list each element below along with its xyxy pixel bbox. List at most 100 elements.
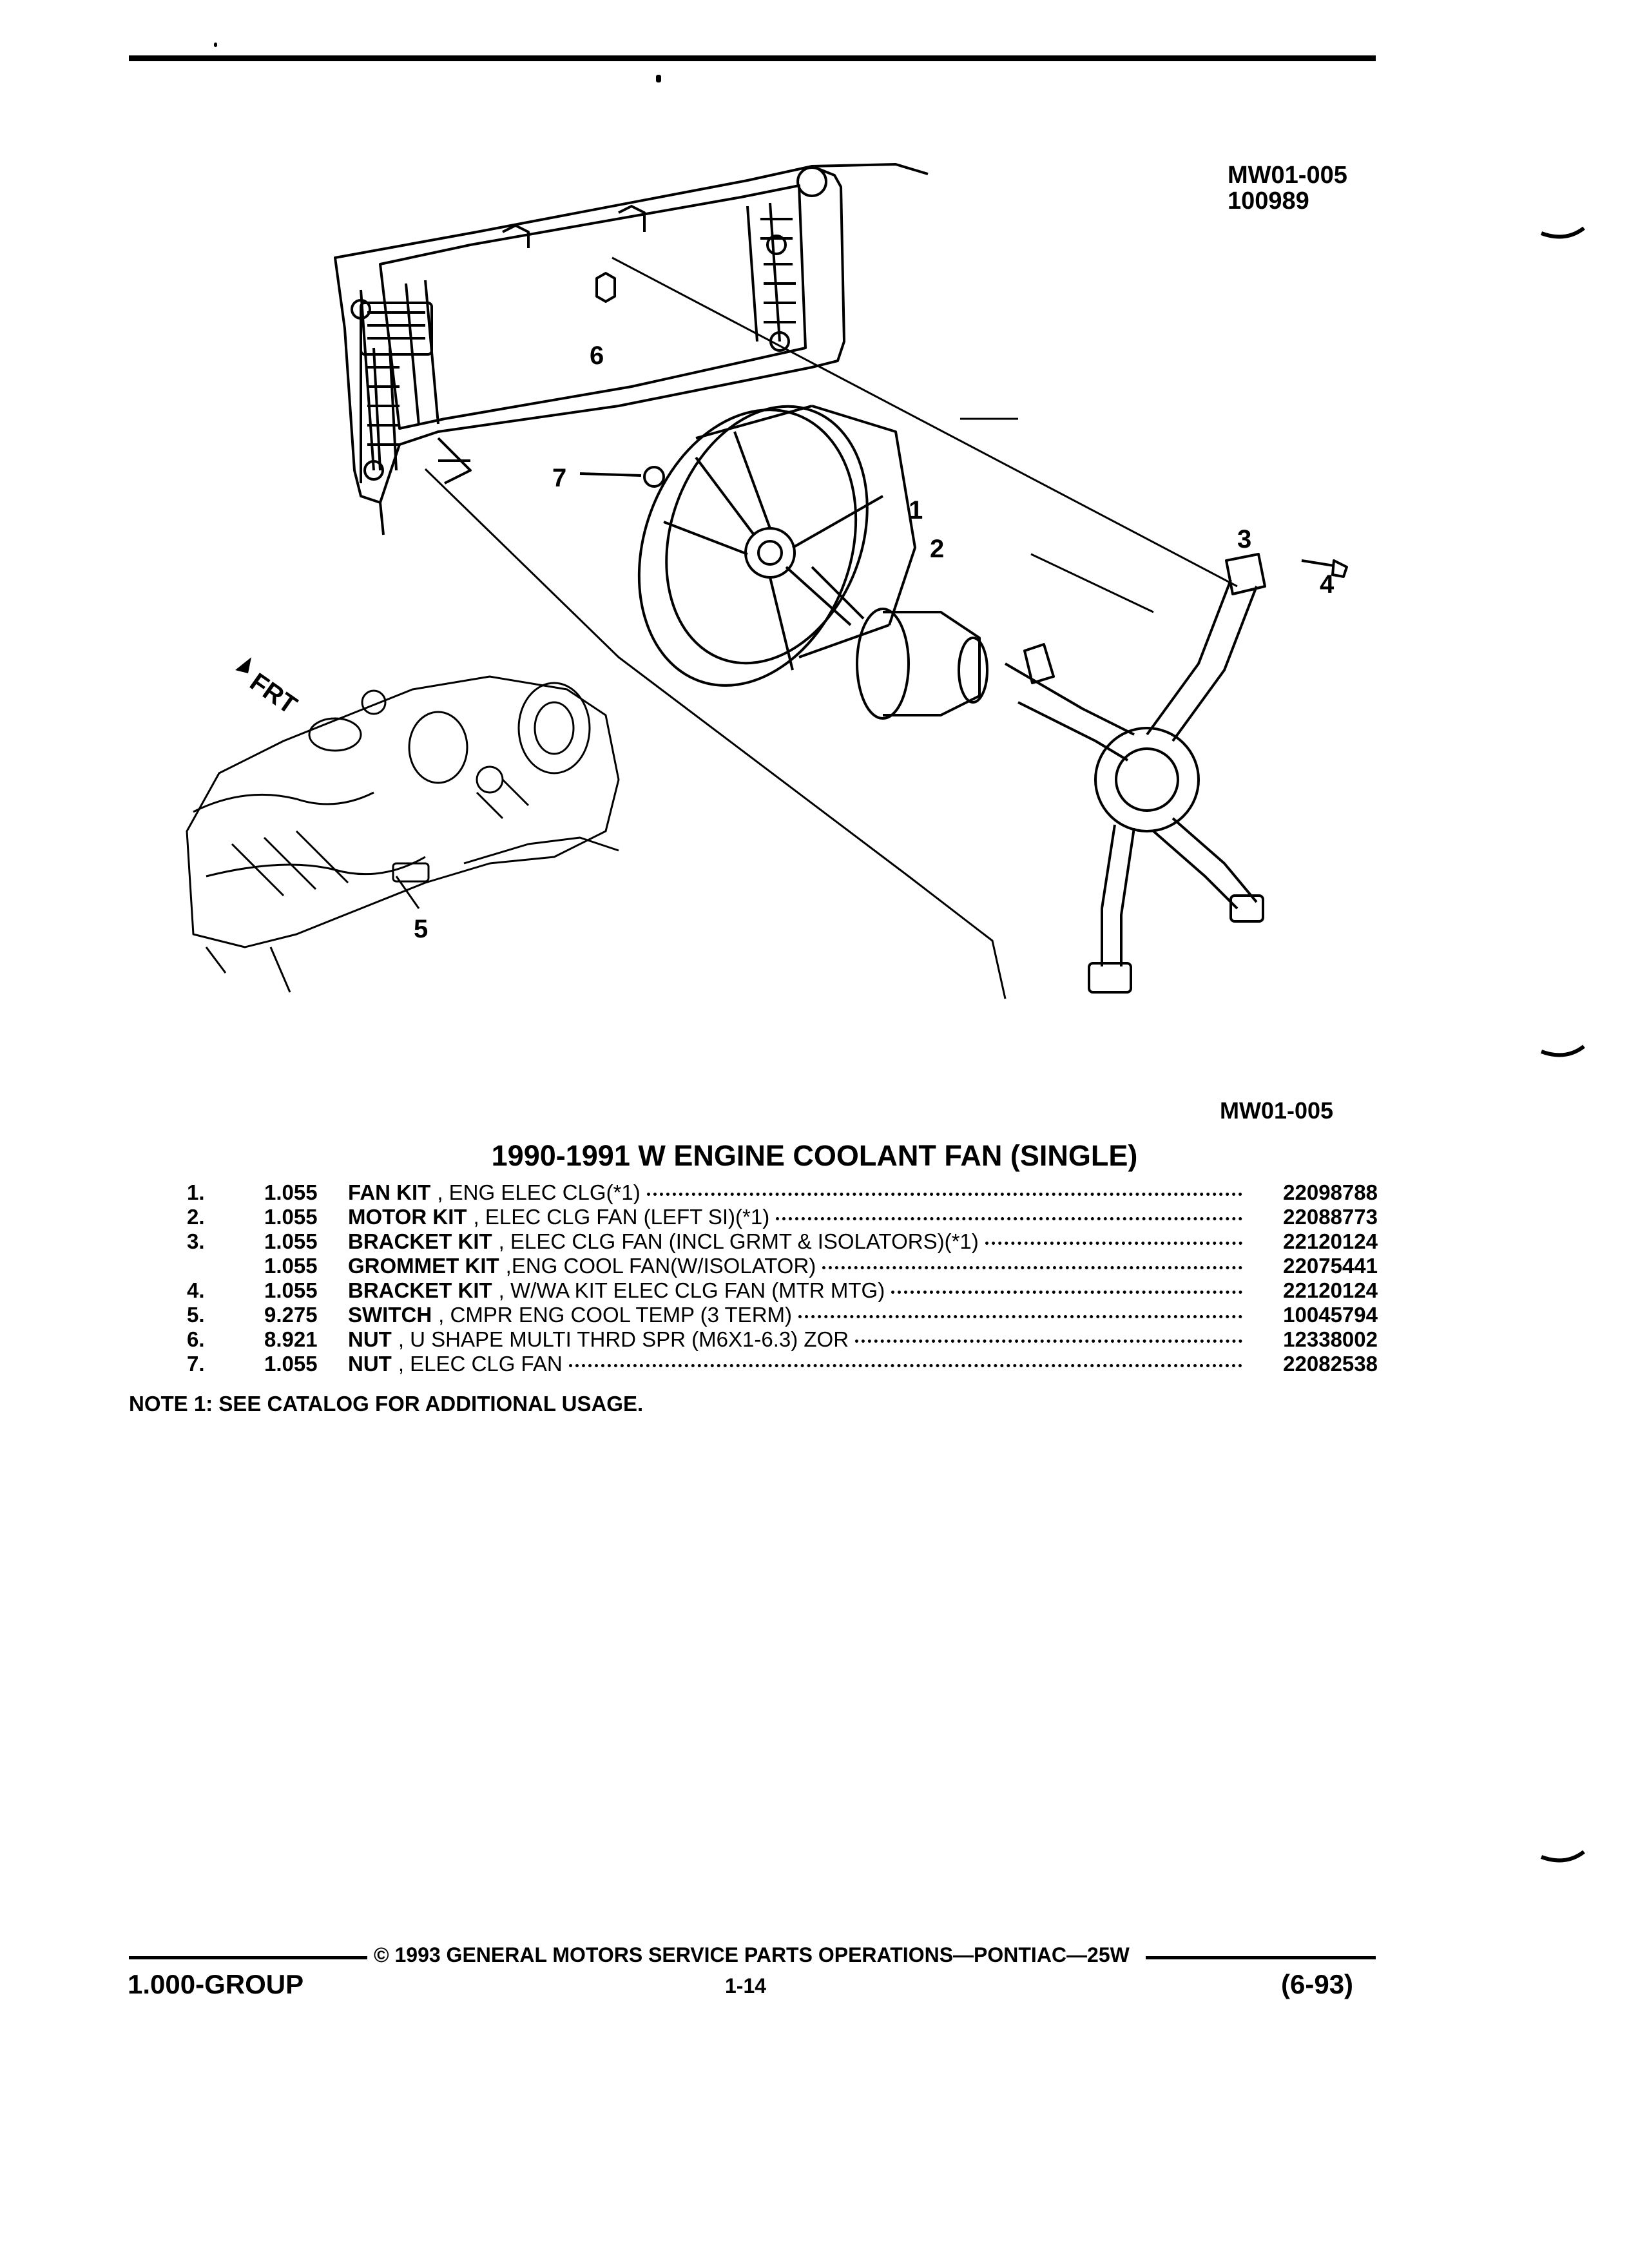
callout-4: 4 xyxy=(1320,570,1335,599)
figure-code: 100989 xyxy=(1228,187,1309,215)
figure-id: MW01-005 xyxy=(1228,162,1347,189)
part-description: SWITCH, CMPR ENG COOL TEMP (3 TERM) xyxy=(348,1303,1249,1327)
footer-copyright: © 1993 GENERAL MOTORS SERVICE PARTS OPER… xyxy=(374,1943,1130,1966)
part-description: GROMMET KIT,ENG COOL FAN(W/ISOLATOR) xyxy=(348,1254,1249,1278)
footer-rule-right xyxy=(1146,1956,1376,1959)
part-name: BRACKET KIT xyxy=(348,1229,492,1253)
part-name: SWITCH xyxy=(348,1303,432,1327)
item-number: 2. xyxy=(187,1205,205,1229)
fan-motor xyxy=(811,566,988,720)
part-name: NUT xyxy=(348,1327,392,1351)
dot-leader xyxy=(568,1364,1242,1367)
parts-row: 5. 9.275 SWITCH, CMPR ENG COOL TEMP (3 T… xyxy=(187,1303,1378,1327)
section-title: 1990-1991 W ENGINE COOLANT FAN (SINGLE) xyxy=(491,1139,1138,1172)
leader-lines xyxy=(395,256,1238,999)
part-description: FAN KIT, ENG ELEC CLG(*1) xyxy=(348,1180,1249,1205)
figure-reference: MW01-005 xyxy=(1220,1097,1334,1124)
dot-leader xyxy=(985,1242,1242,1245)
parts-row: 1.055 GROMMET KIT,ENG COOL FAN(W/ISOLATO… xyxy=(187,1254,1378,1278)
callout-7: 7 xyxy=(552,464,566,492)
radiator-support xyxy=(334,163,929,535)
part-detail: , CMPR ENG COOL TEMP (3 TERM) xyxy=(438,1303,793,1327)
parts-row: 3. 1.055 BRACKET KIT, ELEC CLG FAN (INCL… xyxy=(187,1229,1378,1254)
callout-5: 5 xyxy=(414,915,428,943)
part-name: FAN KIT xyxy=(348,1180,431,1204)
part-number: 10045794 xyxy=(1283,1303,1378,1327)
part-number: 22075441 xyxy=(1283,1254,1378,1278)
group-number: 1.055 xyxy=(264,1205,318,1229)
top-rule xyxy=(129,55,1376,61)
footnote: NOTE 1: SEE CATALOG FOR ADDITIONAL USAGE… xyxy=(129,1392,644,1416)
group-number: 1.055 xyxy=(264,1180,318,1204)
front-label: FRT xyxy=(245,668,302,720)
callout-2: 2 xyxy=(930,535,944,563)
parts-row: 2. 1.055 MOTOR KIT, ELEC CLG FAN (LEFT S… xyxy=(187,1205,1378,1229)
nut-6 xyxy=(595,272,616,303)
callout-1: 1 xyxy=(909,496,923,524)
dot-leader xyxy=(646,1193,1242,1196)
figure-id-block: MW01-005 100989 xyxy=(1228,162,1347,214)
mounting-bracket xyxy=(1004,553,1266,994)
revision-date: (6-93) xyxy=(1281,1969,1354,1999)
bolt-4 xyxy=(1301,559,1348,578)
item-number: 4. xyxy=(187,1278,205,1302)
part-detail: ,ENG COOL FAN(W/ISOLATOR) xyxy=(505,1254,816,1278)
part-detail: , ENG ELEC CLG(*1) xyxy=(437,1180,641,1204)
item-number: 1. xyxy=(187,1180,205,1204)
part-number: 22120124 xyxy=(1283,1278,1378,1302)
dot-leader xyxy=(776,1217,1242,1220)
part-number: 22088773 xyxy=(1283,1205,1378,1229)
part-name: BRACKET KIT xyxy=(348,1278,492,1302)
page-number: 1-14 xyxy=(725,1974,767,1997)
group-number: 1.055 xyxy=(264,1278,318,1302)
part-description: NUT, U SHAPE MULTI THRD SPR (M6X1-6.3) Z… xyxy=(348,1327,1249,1352)
fan-shroud xyxy=(637,405,916,687)
front-arrow-icon xyxy=(235,657,251,673)
part-number: 12338002 xyxy=(1283,1327,1378,1351)
exploded-diagram: FRT 6 7 1 2 3 4 5 xyxy=(168,135,1431,1050)
dot-leader xyxy=(822,1266,1242,1269)
group-number: 1.055 xyxy=(264,1229,318,1253)
dot-leader xyxy=(798,1315,1242,1318)
part-name: MOTOR KIT xyxy=(348,1205,467,1229)
part-description: MOTOR KIT, ELEC CLG FAN (LEFT SI)(*1) xyxy=(348,1205,1249,1229)
footer-group: 1.000-GROUP xyxy=(128,1969,304,1999)
engine-assembly xyxy=(186,675,620,993)
part-detail: , U SHAPE MULTI THRD SPR (M6X1-6.3) ZOR xyxy=(398,1327,849,1351)
part-detail: , ELEC CLG FAN xyxy=(398,1352,563,1376)
item-number: 3. xyxy=(187,1229,205,1253)
binding-mark xyxy=(1540,226,1585,239)
footer-rule-left xyxy=(129,1956,367,1959)
callout-6: 6 xyxy=(590,341,604,370)
part-name: NUT xyxy=(348,1352,392,1376)
part-detail: , ELEC CLG FAN (INCL GRMT & ISOLATORS)(*… xyxy=(498,1229,979,1253)
diagram-svg: FRT 6 7 1 2 3 4 5 xyxy=(186,163,1348,999)
item-number: 7. xyxy=(187,1352,205,1376)
nut-7 xyxy=(643,466,665,488)
part-description: BRACKET KIT, W/WA KIT ELEC CLG FAN (MTR … xyxy=(348,1278,1249,1303)
parts-list: 1. 1.055 FAN KIT, ENG ELEC CLG(*1) 22098… xyxy=(187,1180,1378,1376)
dot-leader xyxy=(855,1340,1242,1343)
part-name: GROMMET KIT xyxy=(348,1254,499,1278)
part-description: NUT, ELEC CLG FAN xyxy=(348,1352,1249,1376)
group-number: 1.055 xyxy=(264,1352,318,1376)
group-number: 9.275 xyxy=(264,1303,318,1327)
callout-3: 3 xyxy=(1237,525,1251,553)
binding-mark xyxy=(1540,1044,1585,1057)
part-number: 22082538 xyxy=(1283,1352,1378,1376)
parts-row: 7. 1.055 NUT, ELEC CLG FAN 22082538 xyxy=(187,1352,1378,1376)
group-number: 8.921 xyxy=(264,1327,318,1351)
parts-row: 6. 8.921 NUT, U SHAPE MULTI THRD SPR (M6… xyxy=(187,1327,1378,1352)
part-number: 22120124 xyxy=(1283,1229,1378,1253)
group-number: 1.055 xyxy=(264,1254,318,1278)
binding-mark xyxy=(1540,1850,1585,1863)
scan-mark xyxy=(214,43,217,47)
part-detail: , W/WA KIT ELEC CLG FAN (MTR MTG) xyxy=(498,1278,885,1302)
item-number: 5. xyxy=(187,1303,205,1327)
leader-7 xyxy=(579,472,642,477)
dot-leader xyxy=(891,1291,1242,1294)
part-detail: , ELEC CLG FAN (LEFT SI)(*1) xyxy=(473,1205,770,1229)
item-number: 6. xyxy=(187,1327,205,1351)
scan-mark xyxy=(656,75,661,82)
parts-row: 1. 1.055 FAN KIT, ENG ELEC CLG(*1) 22098… xyxy=(187,1180,1378,1205)
